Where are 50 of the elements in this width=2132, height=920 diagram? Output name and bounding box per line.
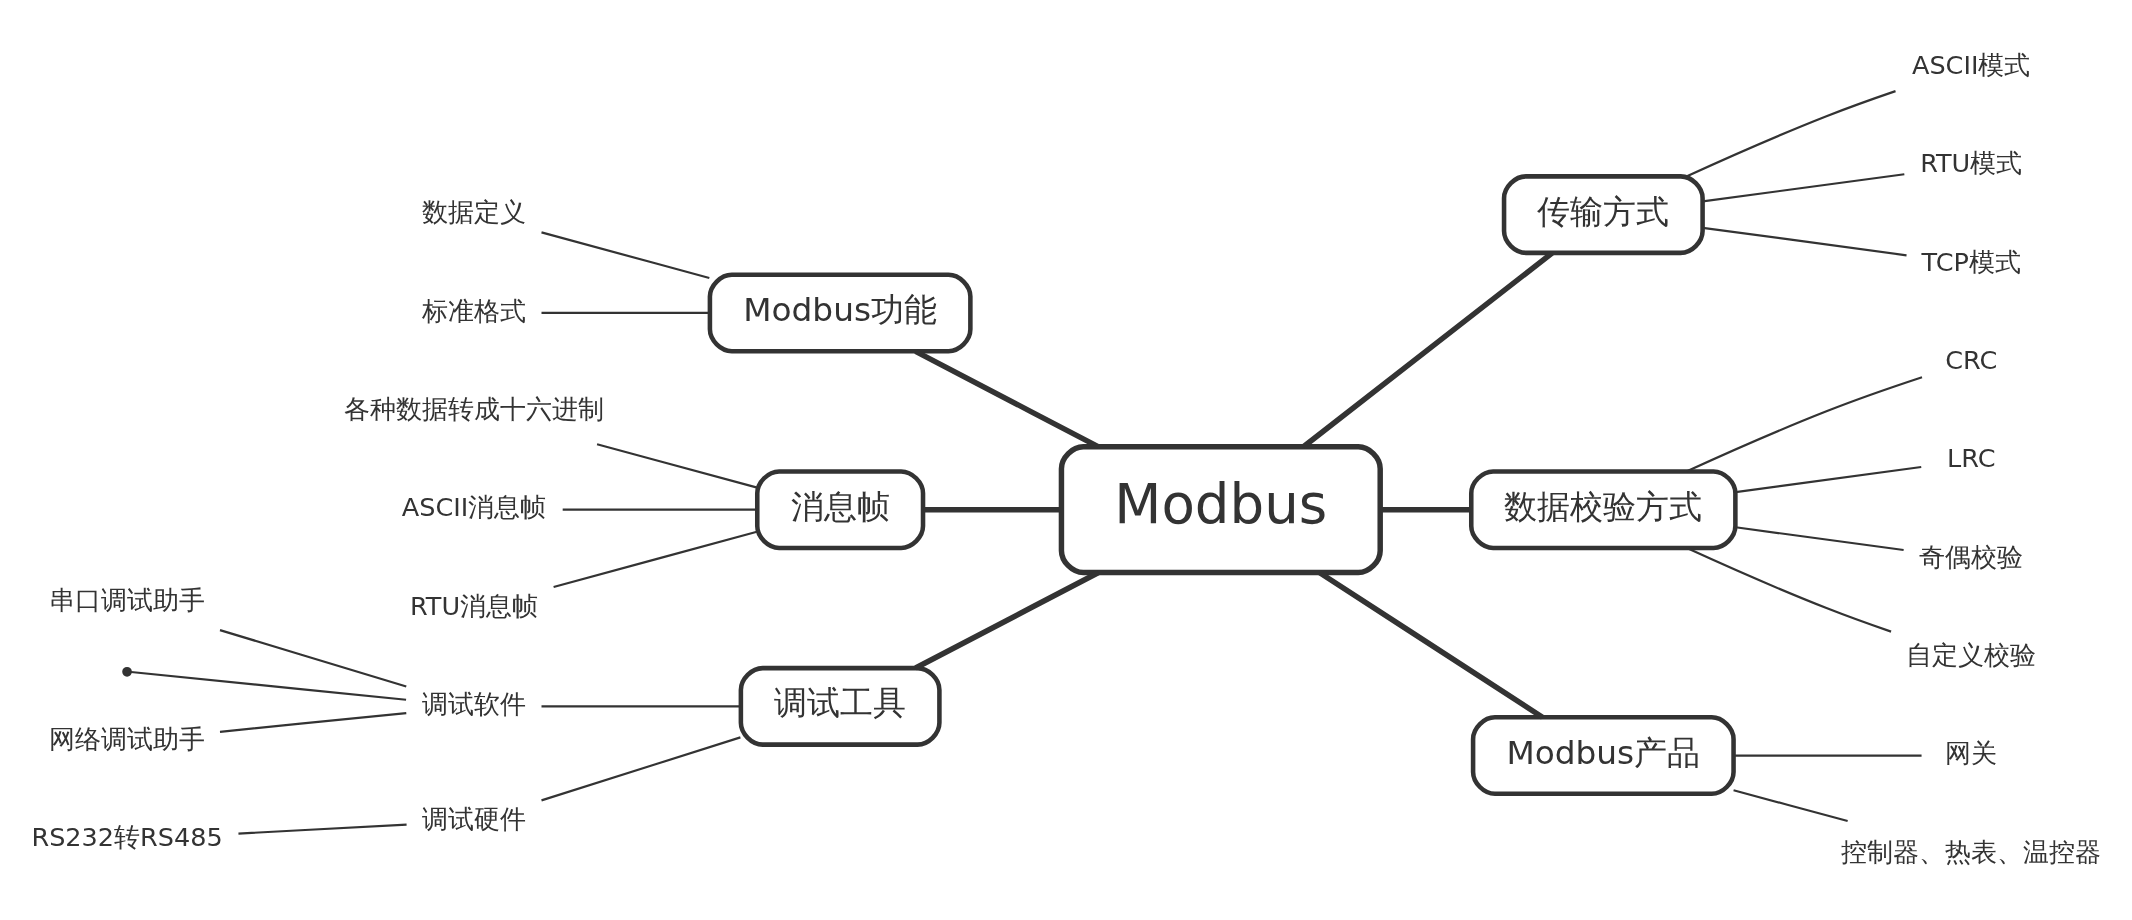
node-text: LRC <box>1947 442 1996 473</box>
connector <box>1733 788 1848 822</box>
node-text: RS232转RS485 <box>31 821 223 852</box>
node-box: Modbus产品 <box>1470 714 1736 796</box>
node-text: RTU消息帧 <box>409 590 539 621</box>
node-text: ASCII消息帧 <box>401 491 547 522</box>
node-box: 调试工具 <box>738 665 942 747</box>
node-text: 串口调试助手 <box>49 584 206 615</box>
connector <box>553 530 758 588</box>
connector <box>541 311 710 314</box>
node-point <box>122 666 132 677</box>
connector <box>923 506 1061 512</box>
node-box: Modbus <box>1058 443 1383 575</box>
connector <box>1702 226 1907 256</box>
node-box: 传输方式 <box>1501 173 1705 255</box>
connector <box>541 735 741 801</box>
node-text: ASCII模式 <box>1912 49 2031 80</box>
node-text: TCP模式 <box>1921 246 2021 277</box>
node-text: 奇偶校验 <box>1919 541 2024 572</box>
node-text: 调试软件 <box>422 688 527 719</box>
connector <box>1686 546 1892 633</box>
connector <box>219 711 407 733</box>
node-box: Modbus功能 <box>707 271 973 353</box>
node-text: 自定义校验 <box>1906 639 2037 670</box>
connector <box>914 569 1100 670</box>
connector <box>541 704 741 707</box>
node-text: CRC <box>1945 344 1998 375</box>
node-text: 调试硬件 <box>422 803 527 834</box>
connector <box>219 628 407 687</box>
connector <box>596 442 758 489</box>
connector <box>541 230 710 279</box>
connector <box>1735 525 1904 551</box>
node-text: 各种数据转成十六进制 <box>344 393 605 424</box>
connector <box>1733 753 1922 757</box>
connector <box>130 670 407 701</box>
connector <box>1686 375 1923 472</box>
node-box: 消息帧 <box>755 468 926 550</box>
connector <box>1686 89 1896 177</box>
node-text: 网络调试助手 <box>49 723 206 754</box>
connector <box>562 508 758 511</box>
node-text: 数据定义 <box>422 196 527 227</box>
connector <box>1735 465 1922 493</box>
node-text: 控制器、热表、温控器 <box>1841 836 2102 867</box>
node-box: 数据校验方式 <box>1469 468 1738 550</box>
node-text: RTU模式 <box>1920 147 2023 178</box>
node-text: 标准格式 <box>422 295 527 326</box>
connector <box>1380 506 1471 512</box>
connector <box>1702 172 1905 202</box>
connector <box>238 823 407 835</box>
node-text: 网关 <box>1945 737 1998 768</box>
